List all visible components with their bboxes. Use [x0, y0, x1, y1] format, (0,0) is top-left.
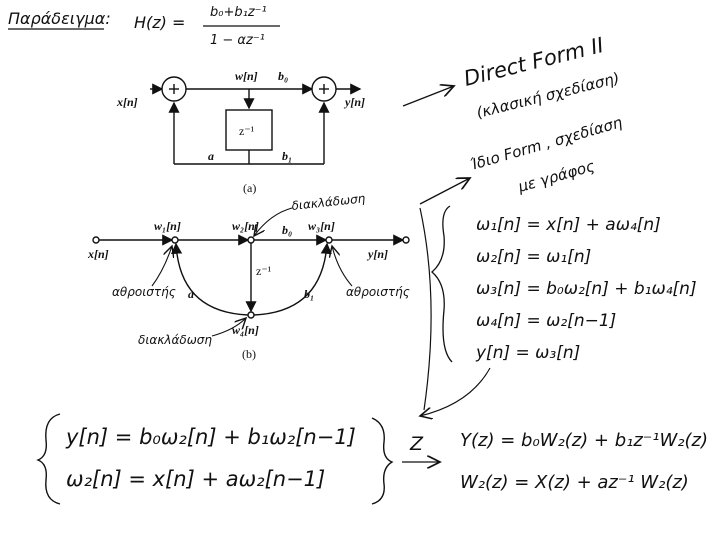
arrow-to-same-form	[419, 178, 470, 205]
figure-b-flow-graph	[92, 234, 410, 319]
system-right-brace	[371, 417, 394, 505]
fig-a-y-label: y[n]	[343, 95, 365, 109]
zdomain-eq-w2: W₂(z) = X(z) + az⁻¹ W₂(z)	[460, 472, 689, 493]
equation-w1: ω₁[n] = x[n] + aω₄[n]	[476, 215, 661, 235]
fig-b-w1-label: w₁[n]	[154, 219, 181, 233]
fg-node-x	[92, 236, 100, 244]
equation-w3: ω₃[n] = b₀ω₂[n] + b₁ω₄[n]	[476, 279, 697, 299]
z-transform-label: Z	[409, 433, 424, 455]
note-branch-bottom: διακλάδωση	[138, 333, 212, 347]
note-with-graph: με γράφος	[515, 157, 597, 196]
fig-b-w4-label: w₄[n]	[232, 323, 259, 337]
fig-b-a-label: a	[188, 287, 194, 301]
note-adder-left: αθροιστής	[112, 285, 176, 299]
arrow-to-direct-form	[402, 86, 454, 107]
fig-a-b0-label: b₀	[278, 69, 288, 83]
equation-w4: ω₄[n] = ω₂[n−1]	[476, 311, 616, 331]
transfer-function-lhs: H(z) =	[134, 13, 185, 32]
fig-b-y-label: y[n]	[366, 247, 388, 261]
fig-a-caption: (a)	[243, 181, 256, 195]
system-left-brace	[36, 413, 61, 505]
equation-w2: ω₂[n] = ω₁[n]	[476, 247, 591, 267]
fig-b-x-label: x[n]	[87, 247, 109, 261]
fig-a-w-label: w[n]	[235, 69, 258, 83]
node-equations: ω₁[n] = x[n] + aω₄[n] ω₂[n] = ω₁[n] ω₃[n…	[419, 205, 697, 416]
figure-a-labels: x[n] w[n] b₀ y[n] z⁻¹ a b₁ (a)	[116, 69, 365, 195]
fig-a-a-label: a	[208, 149, 214, 163]
fig-a-b1-label: b₁	[282, 149, 292, 163]
time-domain-system: y[n] = b₀ω₂[n] + b₁ω₂[n−1] ω₂[n] = x[n] …	[36, 413, 394, 505]
equations-link-line	[419, 207, 432, 411]
transfer-function-denominator: 1 − αz⁻¹	[210, 33, 265, 48]
arrow-adder-right	[332, 246, 353, 287]
note-branch-top: διακλάδωση	[291, 191, 366, 213]
fg-node-y	[402, 236, 410, 244]
fig-b-w3-label: w₃[n]	[308, 219, 335, 233]
fig-a-x-label: x[n]	[116, 95, 138, 109]
arrow-to-system	[420, 367, 491, 416]
arrow-adder-left	[151, 246, 172, 287]
arrow-branch-bottom	[211, 318, 246, 337]
transfer-function-numerator: b₀+b₁z⁻¹	[210, 5, 267, 20]
fg-node-w4	[247, 311, 255, 319]
fg-node-w3	[325, 236, 333, 244]
fig-b-b0-label: b₀	[282, 223, 292, 237]
note-same-form: Ίδιο Form , σχεδίαση	[468, 113, 625, 174]
fig-b-caption: (b)	[242, 347, 256, 361]
system-eq-w2: ω₂[n] = x[n] + aω₂[n−1]	[66, 467, 325, 491]
fig-a-zinv-label: z⁻¹	[239, 124, 255, 138]
system-eq-y: y[n] = b₀ω₂[n] + b₁ω₂[n−1]	[65, 425, 356, 449]
fig-b-zinv-label: z⁻¹	[256, 264, 272, 278]
zdomain-eq-y: Y(z) = b₀W₂(z) + b₁z⁻¹W₂(z)	[460, 430, 708, 451]
figure-a-block-diagram	[150, 76, 362, 165]
example-label: Παράδειγμα:	[8, 9, 111, 28]
z-transform: Z Y(z) = b₀W₂(z) + b₁z⁻¹W₂(z) W₂(z) = X(…	[402, 430, 708, 493]
fig-b-b1-label: b₁	[304, 287, 314, 301]
arrow-branch-top	[254, 207, 293, 236]
figure-b-labels: x[n] w₁[n] w₂[n] b₀ w₃[n] y[n] z⁻¹ a b₁ …	[87, 219, 388, 361]
fg-node-w1	[171, 236, 179, 244]
fg-node-w2	[247, 236, 255, 244]
fig-b-w2-label: w₂[n]	[232, 219, 259, 233]
fg-a-feedback-branch	[170, 242, 249, 316]
fg-b1-branch	[253, 242, 332, 316]
note-adder-right: αθροιστής	[346, 285, 410, 299]
equation-y: y[n] = ω₃[n]	[475, 343, 580, 363]
header: Παράδειγμα: H(z) = b₀+b₁z⁻¹ 1 − αz⁻¹	[8, 5, 280, 48]
equations-brace	[431, 205, 453, 363]
